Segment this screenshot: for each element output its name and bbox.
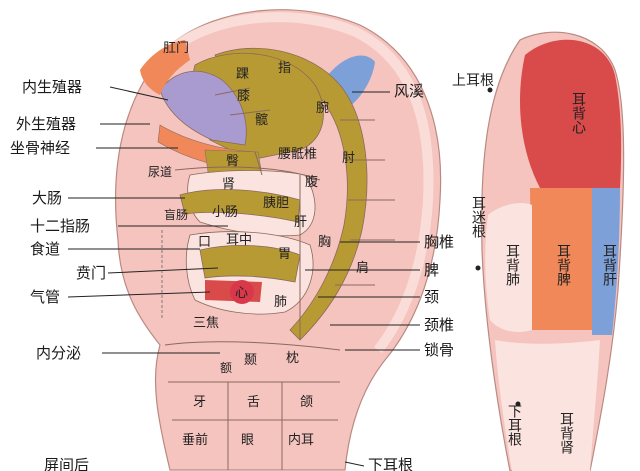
zone-san-jiao: 三焦 xyxy=(193,316,219,331)
lobe-grid xyxy=(164,341,341,470)
label-er-bei-fei: 耳背肺 xyxy=(504,244,520,287)
zone-fu: 腹 xyxy=(305,174,318,190)
zone-mang-chang: 盲肠 xyxy=(164,207,188,222)
back-dot-upper xyxy=(487,87,493,93)
label-ben-men: 贲门 xyxy=(76,264,106,282)
zone-gang-men: 肛门 xyxy=(163,41,189,56)
back-heart-zone xyxy=(520,39,622,189)
label-qi-guan: 气管 xyxy=(30,288,60,306)
helix-crus xyxy=(179,189,301,223)
zone-zhi: 指 xyxy=(278,61,291,76)
zone-xiong: 胸 xyxy=(318,235,331,250)
label-zuo-gu-shen-jing: 坐骨神经 xyxy=(10,139,70,157)
back-spleen-zone xyxy=(530,188,592,330)
label-suo-gu: 锁骨 xyxy=(424,341,454,359)
zone-e: 额 xyxy=(220,361,232,375)
zone-xi: 膝 xyxy=(237,89,250,104)
zone-huai: 踝 xyxy=(236,67,249,82)
zone-ya: 牙 xyxy=(193,395,206,410)
zone-yao-di-zhui: 腰骶椎 xyxy=(278,147,317,162)
zone-niao-dao: 尿道 xyxy=(148,165,172,179)
back-liver-zone xyxy=(592,188,620,335)
back-ear: 上耳根 耳背心 耳迷根 耳背肺 耳背脾 耳背肝 下耳根 耳背肾 xyxy=(452,31,625,471)
back-lower-zone xyxy=(495,340,600,471)
zone-zhen: 枕 xyxy=(286,351,299,366)
zone-zhou: 肘 xyxy=(342,151,355,166)
label-feng-xi: 风溪 xyxy=(394,82,424,100)
right-labels: 风溪 胸椎 脾 颈 颈椎 锁骨 下耳根 xyxy=(305,82,454,471)
heart-zone xyxy=(230,280,254,304)
label-pi: 脾 xyxy=(424,261,439,279)
label-xiong-zhui: 胸椎 xyxy=(424,233,454,251)
front-ear: 肛门 踝 指 膝 髋 腕 臀 腰骶椎 肘 尿道 肾 腹 小肠 胰胆 肝 盲肠 耳… xyxy=(114,9,442,471)
zone-nei-er: 内耳 xyxy=(288,432,314,448)
zone-jian: 肩 xyxy=(356,260,369,276)
label-jing: 颈 xyxy=(424,288,439,306)
label-nei-fen-mi: 内分泌 xyxy=(36,344,81,362)
zone-tun: 臀 xyxy=(226,154,239,169)
zone-he: 颌 xyxy=(300,395,313,410)
zone-yan: 眼 xyxy=(241,433,254,448)
label-nei-sheng-zhi-qi: 内生殖器 xyxy=(22,78,82,96)
label-shang-er-gen: 上耳根 xyxy=(452,73,494,89)
label-er-bei-xin: 耳背心 xyxy=(570,92,586,134)
zone-er-zhong: 耳中 xyxy=(226,233,252,248)
label-wai-sheng-zhi-qi: 外生殖器 xyxy=(16,115,76,133)
label-xia-er-gen: 下耳根 xyxy=(368,456,413,471)
anus-zone xyxy=(140,40,190,95)
label-jing-zhui: 颈椎 xyxy=(424,316,454,334)
zone-she: 舌 xyxy=(247,395,260,410)
back-lung-zone xyxy=(485,203,532,332)
label-da-chang: 大肠 xyxy=(32,189,62,207)
label-er-bei-shen: 耳背肾 xyxy=(558,412,574,454)
helix-rim xyxy=(164,12,434,354)
zone-chui-qian: 垂前 xyxy=(182,432,208,448)
label-ping-jian-hou: 屏间后 xyxy=(44,456,89,471)
back-dot-lower xyxy=(515,401,521,407)
label-xia-er-gen-back: 下耳根 xyxy=(506,404,522,446)
zone-nie: 颞 xyxy=(244,353,257,368)
zone-wan: 腕 xyxy=(316,100,329,116)
label-er-mi-gen: 耳迷根 xyxy=(470,196,486,238)
label-shi-er-zhi-chang: 十二指肠 xyxy=(30,217,90,235)
zone-kuan: 髋 xyxy=(255,112,268,128)
concha-dividers xyxy=(174,87,395,340)
zone-fei: 肺 xyxy=(274,295,287,310)
zone-xiao-chang: 小肠 xyxy=(212,205,238,220)
zone-yi-dan: 胰胆 xyxy=(263,196,289,211)
zone-shen: 肾 xyxy=(222,177,235,192)
inner-genital-zone xyxy=(159,71,247,146)
label-er-bei-gan: 耳背肝 xyxy=(601,244,617,287)
zone-kou: 口 xyxy=(198,235,211,250)
stomach-band xyxy=(199,245,301,283)
zone-gan: 肝 xyxy=(294,215,307,230)
back-dot-middle xyxy=(475,265,481,271)
left-labels: 内生殖器 外生殖器 坐骨神经 大肠 十二指肠 食道 贲门 气管 内分泌 屏间后 xyxy=(10,78,228,471)
label-shi-dao: 食道 xyxy=(30,240,60,258)
zone-wei: 胃 xyxy=(278,247,291,262)
zone-xin: 心 xyxy=(235,286,248,301)
label-er-bei-pi: 耳背脾 xyxy=(555,244,571,287)
